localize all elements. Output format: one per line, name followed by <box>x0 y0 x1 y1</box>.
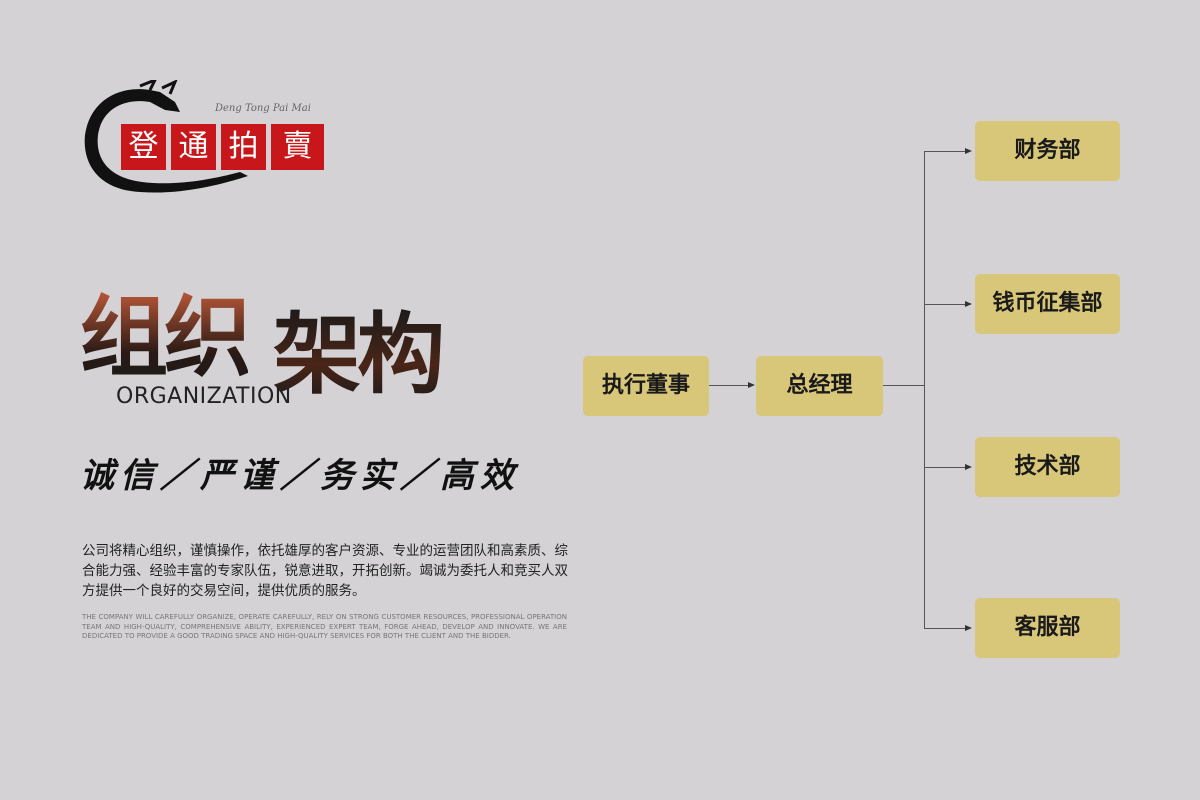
motto: 诚信／严谨／务实／高效 <box>80 456 520 496</box>
description-zh: 公司将精心组织，谨慎操作，依托雄厚的客户资源、专业的运营团队和高素质、综合能力强… <box>82 543 568 599</box>
connector-line <box>709 385 749 386</box>
dragon-logo-icon <box>84 80 249 193</box>
node-tech-dept: 技术部 <box>975 437 1120 497</box>
page-subtitle: ORGANIZATION <box>116 384 292 409</box>
node-executive-director: 执行董事 <box>583 356 709 416</box>
connector-line <box>924 628 966 629</box>
page-title-part2: 架构 <box>273 303 445 406</box>
logo-seal-char: 拍 <box>221 124 266 170</box>
arrow-icon <box>748 382 755 388</box>
connector-trunk <box>924 151 925 628</box>
description-en: THE COMPANY WILL CAREFULLY ORGANIZE, OPE… <box>82 613 567 640</box>
node-coin-collection-dept: 钱币征集部 <box>975 274 1120 334</box>
arrow-icon <box>965 148 972 154</box>
arrow-icon <box>965 464 972 470</box>
page-title-part1: 组织 <box>80 286 252 389</box>
node-finance-dept: 财务部 <box>975 121 1120 181</box>
logo-seal-char: 通 <box>171 124 216 170</box>
connector-line <box>924 467 966 468</box>
connector-line <box>924 304 966 305</box>
connector-line <box>883 385 925 386</box>
arrow-icon <box>965 625 972 631</box>
logo-english-text: Deng Tong Pai Mai <box>215 103 311 114</box>
connector-line <box>924 151 966 152</box>
logo-seal-char: 賣 <box>271 124 324 170</box>
node-general-manager: 总经理 <box>756 356 883 416</box>
logo-seal-char: 登 <box>121 124 166 170</box>
node-customer-service-dept: 客服部 <box>975 598 1120 658</box>
arrow-icon <box>965 301 972 307</box>
